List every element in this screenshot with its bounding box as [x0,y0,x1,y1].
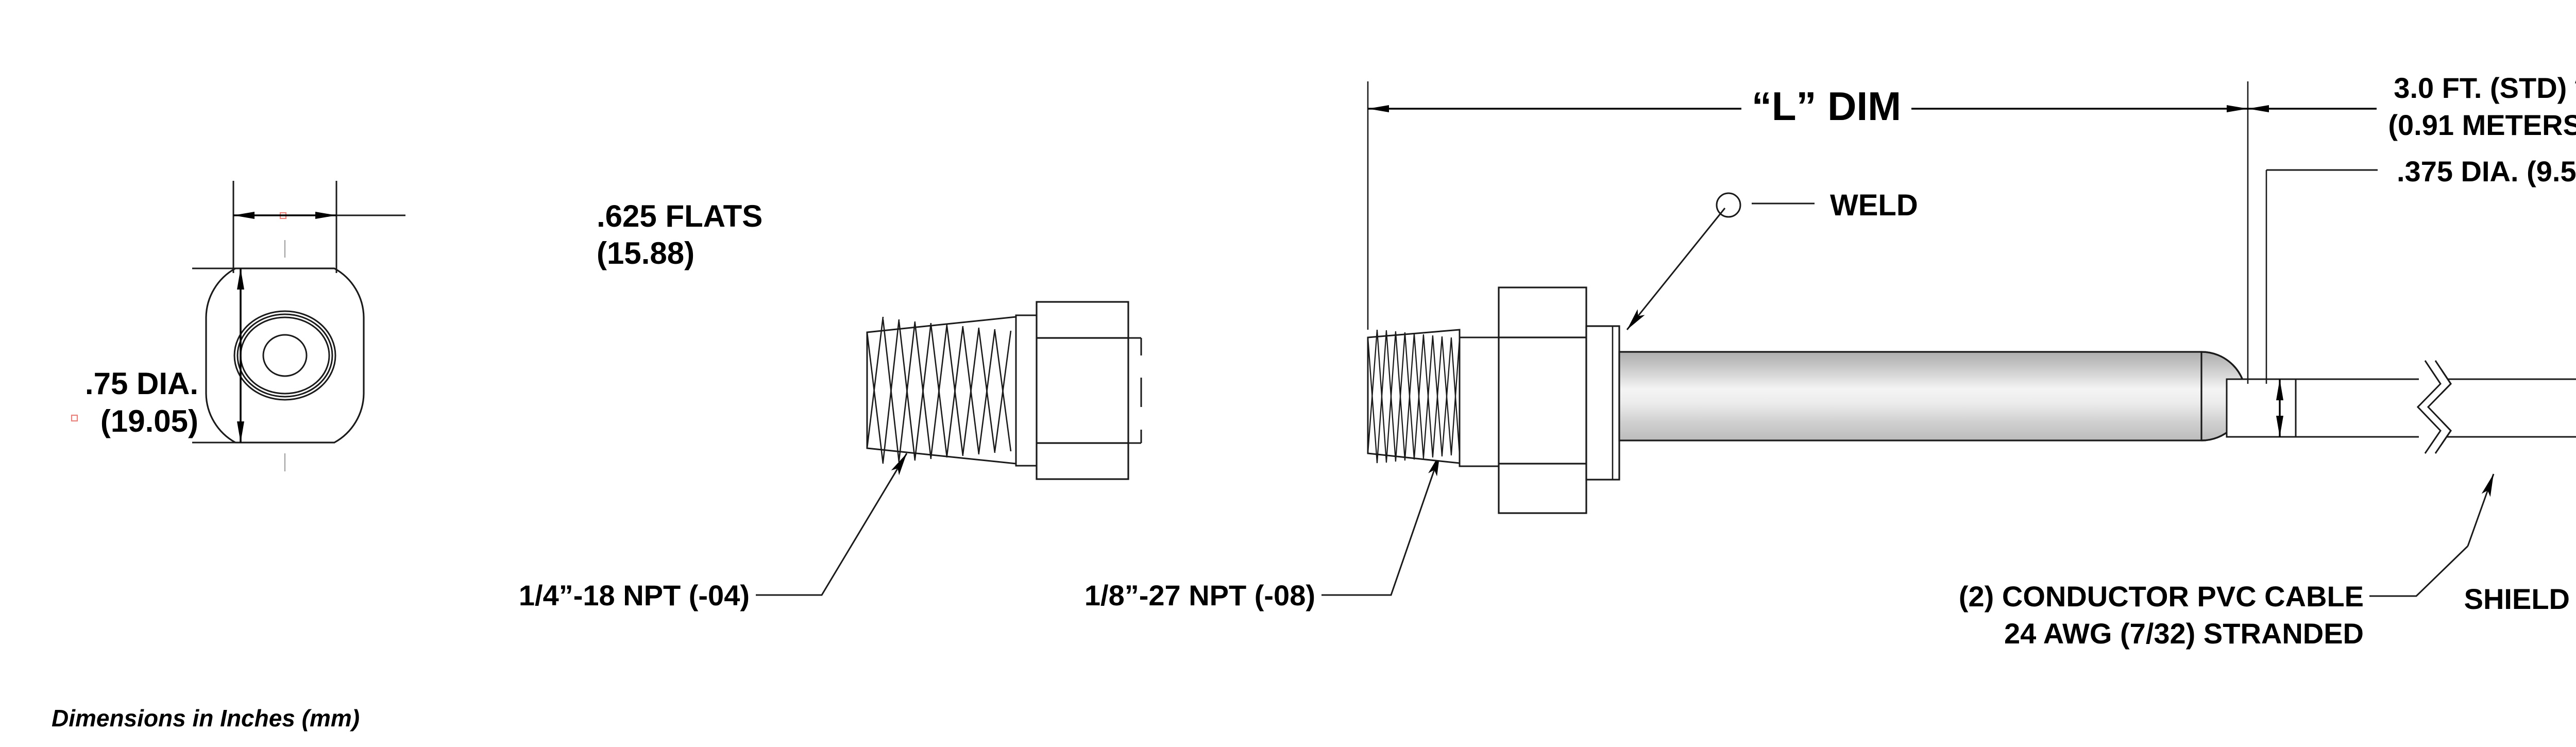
dim-flats: .625 FLATS (15.88) [232,181,762,273]
dim-diameter: .75 DIA. (19.05) [85,267,289,444]
callout-npt-08-label: 1/8”-27 NPT (-08) [1084,579,1315,612]
callout-npt-08: 1/8”-27 NPT (-08) [1084,453,1441,612]
hex-end-view: .625 FLATS (15.88) .75 DIA. (19.05) [71,181,762,471]
assembly-shank [1459,336,1500,467]
callout-shield-label: SHIELD [2464,583,2570,615]
leader-line-npt-08 [1321,453,1441,596]
dim-l-label: “L” DIM [1752,83,1901,129]
fitting-shank [1015,314,1038,467]
dim-cable-diameter: .375 DIA. (9.53) [2241,155,2576,438]
dim-cable-length: 3.0 FT. (STD) * (0.91 METERS) [2248,72,2576,141]
full-assembly-view: “L” DIM 3.0 FT. (STD) * (0.91 METERS) WE… [1367,72,2576,650]
callout-cable-spec: (2) CONDUCTOR PVC CABLE 24 AWG (7/32) ST… [1959,473,2495,650]
callout-shield: SHIELD [2464,583,2570,615]
leader-cable-spec [2369,545,2469,597]
fitting-hex-body [1036,301,1129,480]
pvc-cable [2295,360,2576,454]
npt-fitting-view: 1/4”-18 NPT (-04) 1/8”-27 NPT (-08) [519,301,1441,612]
dim-cable-dia-label: .375 DIA. (9.53) [2397,155,2576,188]
port-circle-outer [233,310,336,401]
leader-cable-spec-arrow [2467,473,2495,547]
leader-line-npt-04 [756,453,908,596]
callout-weld: WELD [1626,189,1918,330]
callout-npt-04: 1/4”-18 NPT (-04) [519,453,908,612]
footer-units-note: Dimensions in Inches (mm) [52,705,360,732]
callout-cable-spec-line1: (2) CONDUCTOR PVC CABLE [1959,580,2364,613]
dim-l-length: “L” DIM [1367,81,2249,384]
thread-profile-assembly [1367,329,1461,464]
leader-weld-angled [1626,208,1726,330]
hex-body-outline [205,267,365,444]
dim-cable-length-line2: (0.91 METERS) [2388,109,2576,141]
weld-collar [1585,325,1620,481]
dim-diameter-value-line1: .75 DIA. [85,366,198,401]
dim-flats-value-line2: (15.88) [597,236,694,270]
fitting-hidden-lines [1128,337,1142,444]
dim-cable-length-line1: 3.0 FT. (STD) * [2394,72,2576,104]
cable-break-symbol [2416,360,2452,454]
dim-diameter-value-line2: (19.05) [100,404,198,438]
callout-weld-label: WELD [1830,189,1918,222]
thread-profile-fitting [866,316,1017,465]
callout-npt-04-label: 1/4”-18 NPT (-04) [519,579,750,612]
dim-flats-value-line1: .625 FLATS [597,199,762,233]
assembly-hex-body [1498,286,1587,514]
callout-cable-spec-line2: 24 AWG (7/32) STRANDED [2004,617,2364,650]
probe-tube [1618,351,2247,442]
port-bore-circle [262,334,308,377]
cable-transition-sleeve [2226,378,2297,438]
